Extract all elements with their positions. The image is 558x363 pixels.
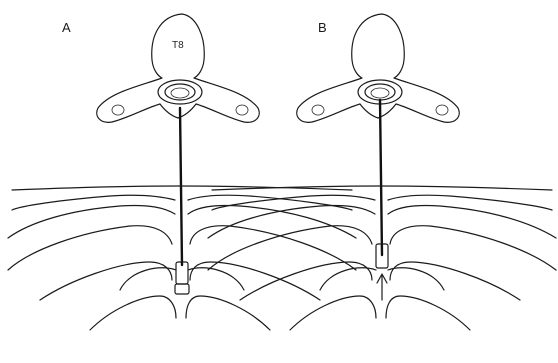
panel-b-right-process-hole — [436, 105, 448, 115]
panel-a-right-process-hole — [236, 105, 248, 115]
panel-a-thumbs — [120, 268, 244, 290]
panel-b-left-process-hole — [312, 105, 324, 115]
panel-a-left-process-hole — [112, 105, 124, 115]
panel-b-right-hand — [386, 195, 556, 330]
panel-b-left-hand — [208, 195, 376, 330]
panel-a-syringe — [175, 284, 189, 294]
panel-a-left-hand — [8, 195, 176, 330]
panel-b-illustration — [208, 14, 556, 330]
panel-b-needle-shaft — [380, 100, 382, 255]
panel-a-illustration — [8, 14, 356, 330]
panel-a-cord — [171, 88, 189, 98]
panel-b-cord — [371, 88, 389, 98]
panel-a-right-hand — [186, 195, 356, 330]
